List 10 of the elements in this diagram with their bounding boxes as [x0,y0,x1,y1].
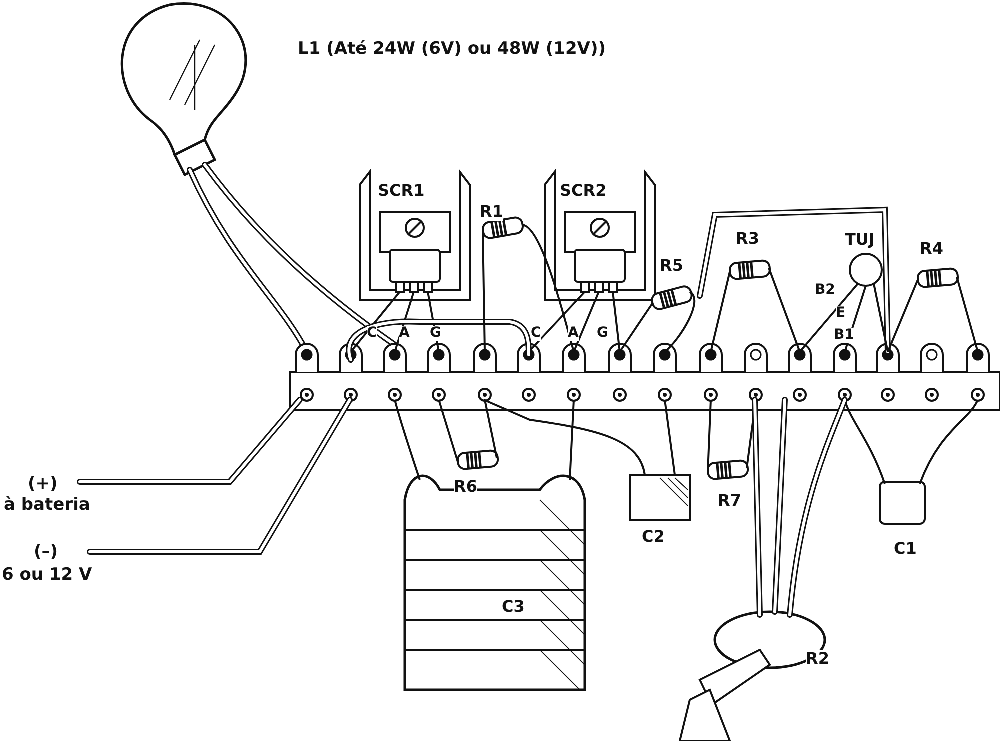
pin-label: A [568,326,579,342]
pin-label: A [399,326,410,342]
pin-label: B1 [834,328,854,344]
terminal-label: (–) [34,543,58,562]
terminal-label: (+) [28,475,58,494]
pin-label: C [531,326,542,342]
pin-label: G [430,326,442,342]
component-label: TUJ [845,231,875,249]
component-label: R1 [480,203,504,221]
lamp-label: L1 (Até 24W (6V) ou 48W (12V)) [298,40,606,59]
